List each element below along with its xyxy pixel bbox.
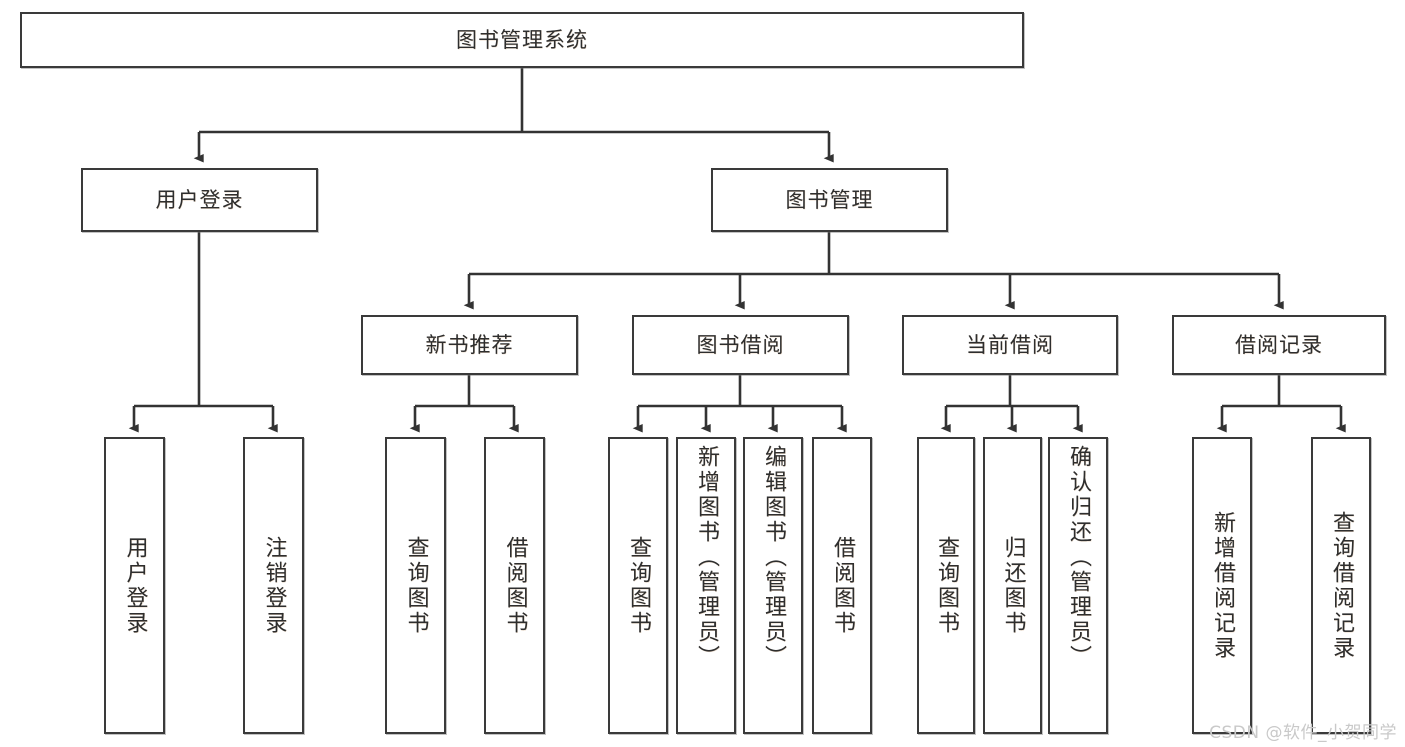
node-borrow-record[interactable]: 借阅记录	[1172, 315, 1386, 375]
leaf-new-book-borrow-book[interactable]: 借阅图书	[484, 437, 545, 734]
node-label: 借阅记录	[1235, 332, 1323, 357]
node-label: 图书管理	[785, 187, 874, 212]
leaf-book-borrow-query-book[interactable]: 查询图书	[608, 437, 668, 734]
node-label: 注销登录	[261, 535, 287, 636]
node-label: 查询图书	[626, 535, 651, 636]
node-label: 新书推荐	[425, 332, 514, 357]
node-label: 编辑图书（管理员）	[761, 445, 786, 670]
leaf-book-borrow-add-book-admin[interactable]: 新增图书（管理员）	[676, 437, 736, 734]
node-label: 当前借阅	[966, 332, 1054, 357]
node-user-login[interactable]: 用户登录	[81, 168, 318, 232]
watermark-text: CSDN @软件_小贺同学	[1209, 723, 1397, 743]
node-label: 查询图书	[934, 535, 959, 636]
node-label: 图书管理系统	[456, 27, 588, 52]
leaf-current-borrow-confirm-return-admin[interactable]: 确认归还（管理员）	[1048, 437, 1108, 734]
node-label: 新增借阅记录	[1210, 510, 1235, 661]
node-label: 借阅图书	[502, 535, 528, 636]
node-label: 查询图书	[403, 535, 429, 636]
node-label: 新增图书（管理员）	[694, 445, 719, 670]
node-label: 用户登录	[155, 187, 244, 212]
leaf-current-borrow-query-book[interactable]: 查询图书	[917, 437, 975, 734]
leaf-user-login-login[interactable]: 用户登录	[104, 437, 165, 734]
node-label: 用户登录	[122, 535, 148, 636]
node-root-book-management-system[interactable]: 图书管理系统	[20, 12, 1024, 68]
leaf-current-borrow-return-book[interactable]: 归还图书	[983, 437, 1042, 734]
node-book-management[interactable]: 图书管理	[711, 168, 948, 232]
leaf-borrow-record-query-record[interactable]: 查询借阅记录	[1311, 437, 1371, 734]
node-current-borrow[interactable]: 当前借阅	[902, 315, 1118, 375]
node-new-book-recommendation[interactable]: 新书推荐	[361, 315, 578, 375]
leaf-book-borrow-edit-book-admin[interactable]: 编辑图书（管理员）	[743, 437, 803, 734]
leaf-new-book-query-book[interactable]: 查询图书	[385, 437, 446, 734]
leaf-borrow-record-add-record[interactable]: 新增借阅记录	[1192, 437, 1252, 734]
leaf-user-login-logout[interactable]: 注销登录	[243, 437, 304, 734]
node-book-borrow[interactable]: 图书借阅	[632, 315, 849, 375]
node-label: 借阅图书	[830, 535, 855, 636]
node-label: 图书借阅	[696, 332, 785, 357]
node-label: 查询借阅记录	[1329, 510, 1354, 661]
node-label: 归还图书	[1000, 535, 1026, 636]
node-label: 确认归还（管理员）	[1066, 445, 1091, 670]
leaf-book-borrow-borrow-book[interactable]: 借阅图书	[812, 437, 872, 734]
